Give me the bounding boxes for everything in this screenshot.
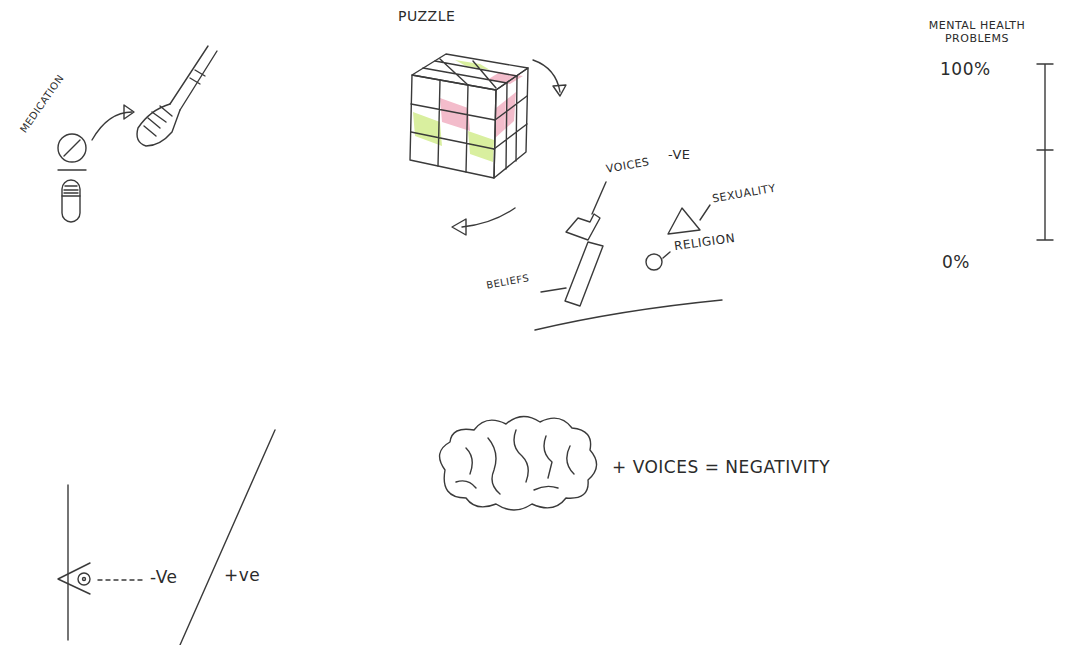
leader-line <box>663 252 670 258</box>
scale-value: 0% <box>942 253 970 273</box>
scale-title: MENTAL HEALTH PROBLEMS <box>918 20 1036 45</box>
scale-value: 100% <box>940 60 991 80</box>
eye-symbol <box>58 563 90 594</box>
equation-label: + VOICES = NEGATIVITY <box>612 458 830 478</box>
cube-right-face <box>494 68 528 178</box>
pill-underline <box>58 169 86 170</box>
rotate-arrow <box>533 60 560 92</box>
piece-label: RELIGION <box>673 232 736 254</box>
eye-dot <box>83 578 86 581</box>
arrow-line <box>92 112 132 140</box>
sign-label: +ve <box>224 566 260 586</box>
scale-bar <box>1037 64 1053 240</box>
cube-right-grid <box>494 76 527 169</box>
beliefs-piece <box>565 242 603 306</box>
shaft-grip-marks <box>190 70 205 84</box>
heading-label: PUZZLE <box>398 8 455 24</box>
vertical-line <box>67 485 68 640</box>
cube-top-grid <box>423 59 517 88</box>
eye-pupil <box>78 573 90 585</box>
dashed-sight-line <box>98 579 143 580</box>
leader-line <box>541 288 566 292</box>
cube-pink-cell <box>504 92 516 130</box>
rotate-arrow-head <box>553 85 566 96</box>
voices-piece <box>566 214 600 240</box>
sign-label: -VE <box>668 148 691 163</box>
medication-label: MEDICATION <box>18 73 66 135</box>
sign-label: -Ve <box>150 568 177 588</box>
piece-label: SEXUALITY <box>711 183 777 207</box>
pill-symbol <box>58 134 86 162</box>
sexuality-piece <box>668 208 700 234</box>
cube-green-cell <box>413 112 442 146</box>
hockey-stick-shaft <box>170 46 217 110</box>
blade-tape-hatching <box>144 106 172 136</box>
cube-front-face <box>410 75 496 178</box>
brain-folds <box>456 430 574 494</box>
capsule-hatching <box>64 186 78 193</box>
cube-top-face <box>412 54 528 90</box>
religion-piece <box>646 254 662 270</box>
brain-outline <box>440 416 597 510</box>
pill-score <box>64 140 80 156</box>
dividing-line <box>180 430 275 645</box>
capsule-band <box>62 195 80 196</box>
hockey-stick-blade <box>137 104 180 146</box>
ground-line <box>535 300 722 330</box>
leader-line <box>700 205 710 220</box>
rotate-arrow <box>462 208 515 227</box>
piece-label: BELIEFS <box>485 272 530 291</box>
leader-line <box>592 182 606 214</box>
rotate-arrow-head <box>452 219 466 235</box>
cube-front-grid <box>411 80 495 172</box>
arrow-head <box>124 105 134 119</box>
capsule-symbol <box>62 180 80 222</box>
piece-label: VOICES <box>605 156 650 176</box>
